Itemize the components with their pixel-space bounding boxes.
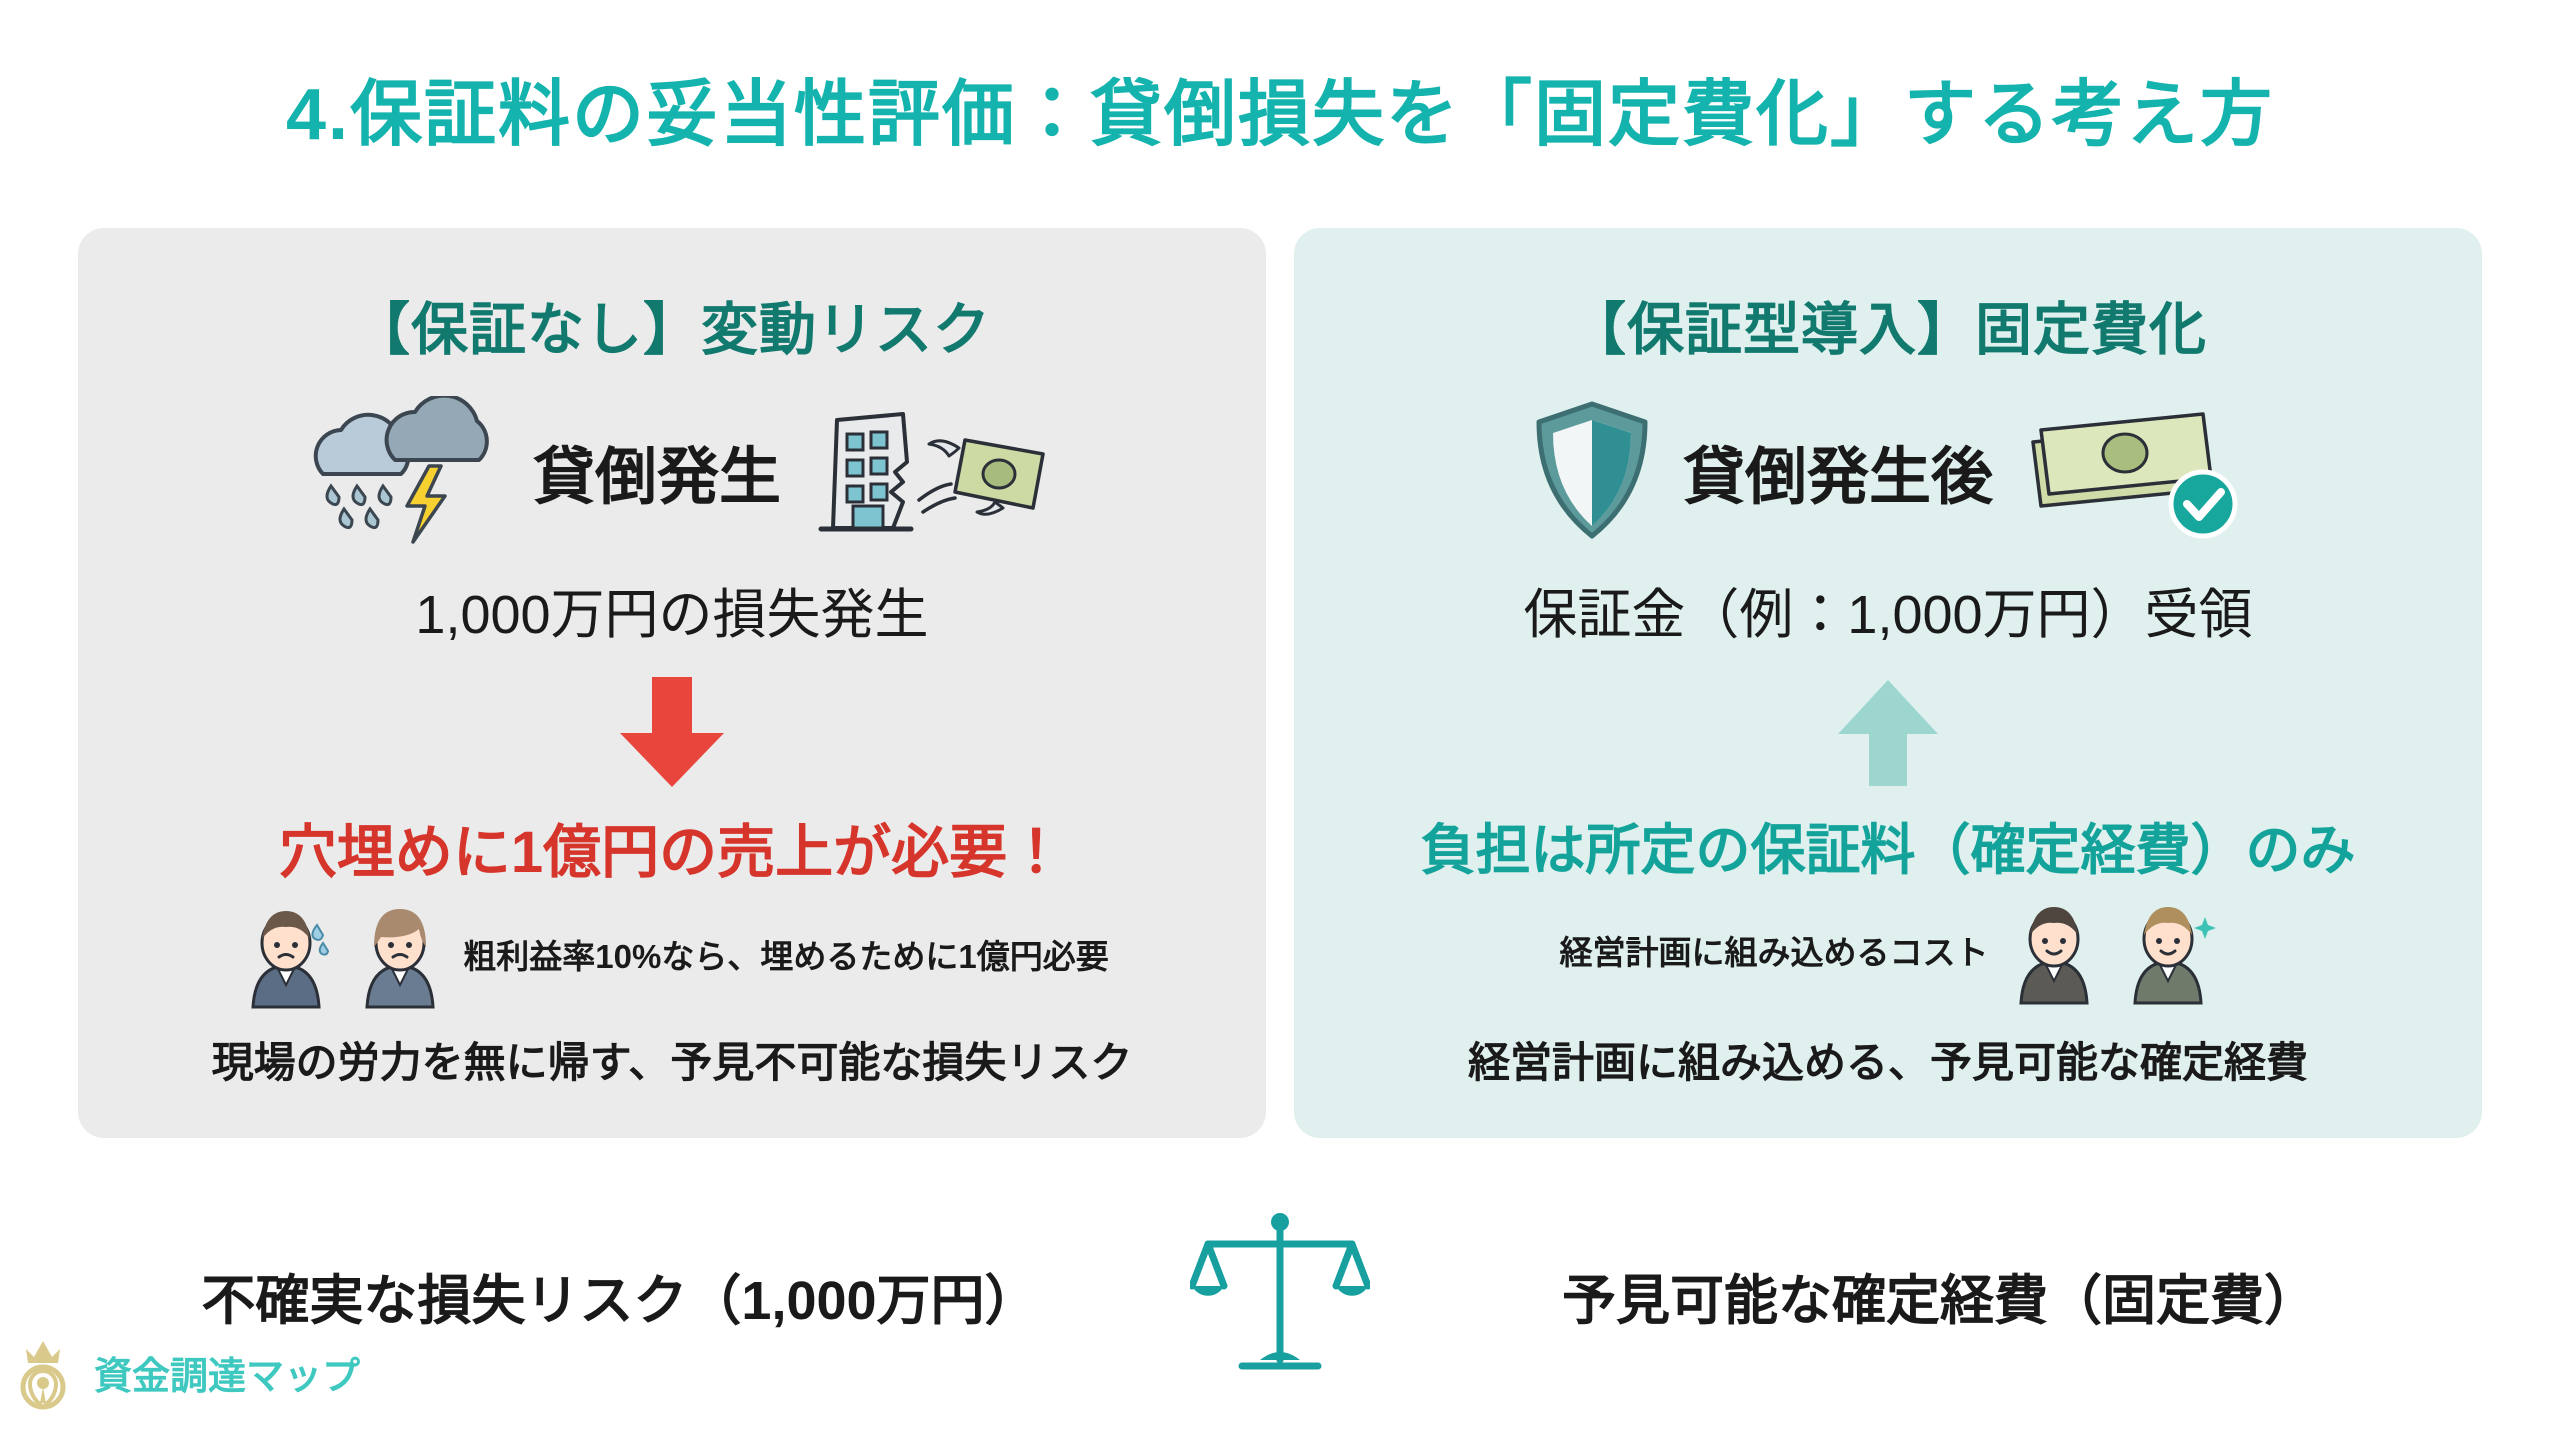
left-subline: 粗利益率10%なら、埋めるために1億円必要 (463, 938, 1109, 975)
brand-logo-text: 資金調達マップ (94, 1355, 361, 1398)
confident-man-icon (2003, 895, 2103, 1005)
check-badge-icon (2168, 469, 2238, 539)
bottom-left-label: 不確実な損失リスク（1,000万円） (201, 1270, 1039, 1331)
panel-heading-right: 【保証型導入】固定費化 (1569, 298, 2207, 362)
left-row-text: 貸倒発生 (532, 443, 781, 512)
left-arrow-wrap (612, 677, 732, 789)
worried-woman-icon (349, 899, 449, 1009)
lightning-icon (405, 464, 447, 544)
balance-scale-icon (1160, 1210, 1400, 1380)
right-row-text: 貸倒発生後 (1682, 443, 1993, 512)
shield-icon (1527, 396, 1657, 546)
panel-no-guarantee: 【保証なし】変動リスク (78, 228, 1266, 1138)
left-subline-row: 粗利益率10%なら、埋めるために1億円必要 (104, 899, 1240, 1009)
smiling-man-icon (2117, 895, 2217, 1005)
down-arrow-icon (612, 677, 732, 789)
left-icon-row: 貸倒発生 (104, 396, 1240, 546)
up-arrow-icon (1833, 678, 1943, 788)
brand-logo[interactable]: 資金調達マップ (14, 1333, 360, 1411)
page-title: 4.保証料の妥当性評価：貸倒損失を「固定費化」する考え方 (285, 75, 2275, 155)
panel-with-guarantee: 【保証型導入】固定費化 貸倒発生後 (1294, 228, 2482, 1138)
left-panel-footer: 現場の労力を無に帰す、予見不可能な損失リスク (211, 1039, 1133, 1086)
storm-cloud-icon (287, 396, 507, 546)
left-amount-line: 1,000万円の損失発生 (415, 585, 929, 645)
bottom-compare-row: 不確実な損失リスク（1,000万円） 予見可能な確定経費（固定費） (0, 1200, 2560, 1390)
right-subline-row: 経営計画に組み込めるコスト (1320, 895, 2456, 1005)
left-headline: 穴埋めに1億円の売上が必要！ (278, 820, 1066, 885)
right-headline: 負担は所定の保証料（確定経費）のみ (1420, 819, 2356, 881)
flying-money-icon (927, 438, 1045, 516)
right-icon-row: 貸倒発生後 (1320, 396, 2456, 546)
right-amount-line: 保証金（例：1,000万円）受領 (1523, 585, 2253, 645)
panel-heading-left: 【保証なし】変動リスク (353, 298, 991, 362)
cracked-building-icon (807, 396, 1057, 546)
bottom-right-label: 予見可能な確定経費（固定費） (1562, 1270, 2318, 1331)
money-bills-icon (2019, 396, 2249, 546)
right-arrow-wrap (1833, 677, 1943, 789)
comparison-panels: 【保証なし】変動リスク (78, 228, 2482, 1138)
right-panel-footer: 経営計画に組み込める、予見可能な確定経費 (1467, 1039, 2308, 1086)
pin-crown-logo-icon (14, 1333, 84, 1411)
worried-man-icon (235, 899, 335, 1009)
right-subline: 経営計画に組み込めるコスト (1559, 934, 1989, 971)
